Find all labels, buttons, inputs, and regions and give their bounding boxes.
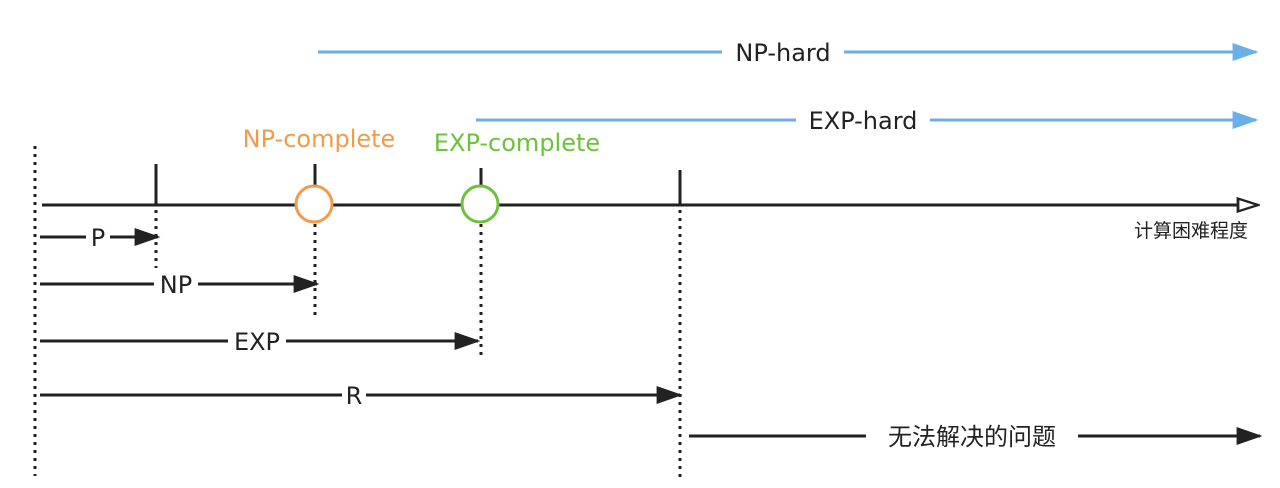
r-label: R [346, 382, 363, 410]
exp-label: EXP [234, 328, 280, 356]
np-hard-label: NP-hard [735, 39, 830, 67]
np-label: NP [160, 271, 192, 299]
unsolvable-label: 无法解决的问题 [888, 423, 1056, 451]
p-label: P [91, 224, 105, 252]
exp-complete-marker [460, 184, 500, 224]
exp-complete-label: EXP-complete [434, 129, 600, 157]
exp-hard-label: EXP-hard [809, 107, 918, 135]
np-complete-label: NP-complete [243, 125, 396, 153]
axis-label: 计算困难程度 [1134, 220, 1248, 242]
np-complete-marker [294, 184, 334, 224]
